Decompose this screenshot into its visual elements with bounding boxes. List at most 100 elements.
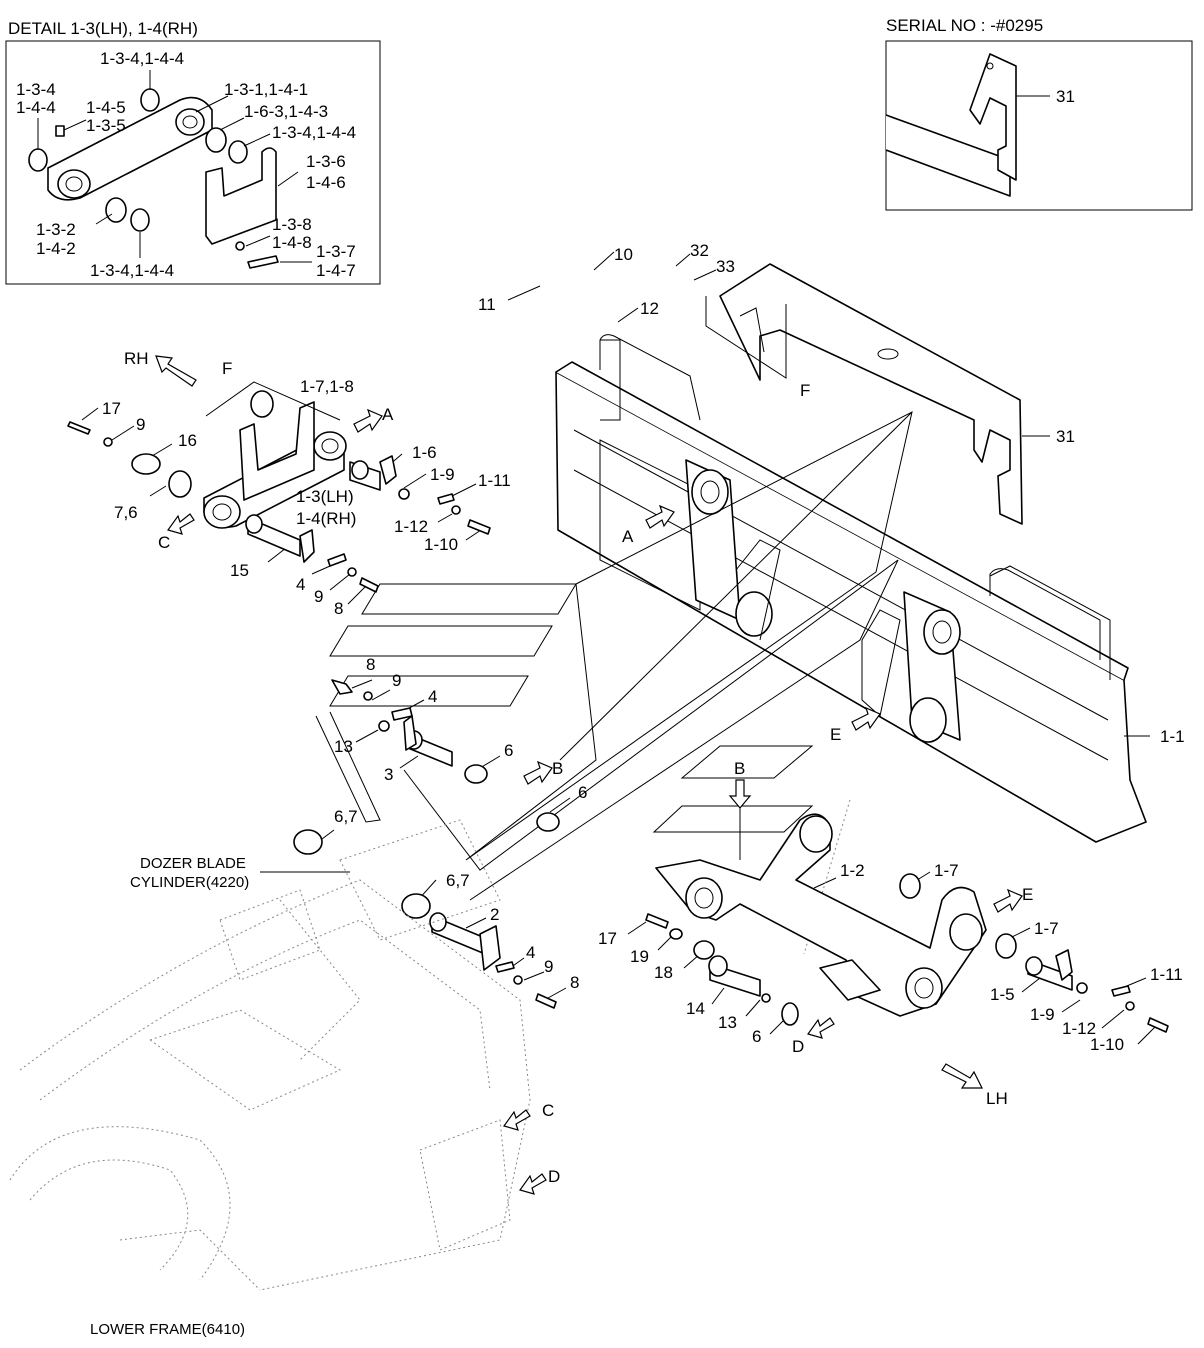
callout-label: 1-2	[840, 861, 865, 880]
callout-label: 13	[718, 1013, 737, 1032]
callout-label: 12	[640, 299, 659, 318]
d-arrow-icon	[519, 1173, 547, 1195]
callout-label: RH	[124, 349, 149, 368]
lower-frame	[9, 819, 531, 1291]
callout-label: 18	[654, 963, 673, 982]
detail-label: 1-3-4	[16, 80, 56, 99]
callout-label: 9	[392, 671, 401, 690]
callout-label: A	[382, 405, 394, 424]
callout-label: 9	[314, 587, 323, 606]
callout-label: 11	[478, 295, 496, 314]
callout-label: 4	[428, 687, 437, 706]
callout-label: DOZER BLADE	[140, 855, 246, 872]
detail-label: 1-3-5	[86, 116, 126, 135]
callout-label: 1-7	[934, 861, 959, 880]
callout-label: 16	[178, 431, 197, 450]
callout-label: F	[222, 359, 232, 378]
callout-label: 1-12	[394, 517, 428, 536]
c-arrow-icon	[503, 1109, 531, 1131]
callout-label: E	[830, 725, 841, 744]
callout-label: D	[792, 1037, 804, 1056]
callout-label: 33	[716, 257, 735, 276]
detail-label: 1-3-8	[272, 215, 312, 234]
blade-top-plate	[719, 263, 1023, 525]
middle-pins	[293, 679, 560, 1009]
serial-box: SERIAL NO : -#0295 31	[885, 16, 1193, 211]
e-arrow-icon	[993, 888, 1023, 913]
lower-link-frame	[645, 813, 1169, 1033]
a-arrow-icon	[645, 504, 675, 529]
callout-label: 1-11	[478, 471, 511, 490]
callout-label: 8	[334, 599, 343, 618]
callout-label: 1-6	[412, 443, 437, 462]
callout-label: 1-11	[1150, 965, 1183, 984]
detail-label: 1-4-8	[272, 233, 312, 252]
callout-label: 9	[544, 957, 553, 976]
callout-label: 4	[526, 943, 535, 962]
e-arrow-icon	[851, 706, 881, 731]
callout-label: 9	[136, 415, 145, 434]
detail-box: DETAIL 1-3(LH), 1-4(RH) 1-3-4,1-4-4 1	[5, 19, 381, 285]
detail-label: 1-4-2	[36, 239, 76, 258]
detail-label: 1-3-6	[306, 152, 346, 171]
detail-label: 1-3-1,1-4-1	[224, 80, 308, 99]
callout-label: D	[548, 1167, 560, 1186]
detail-label: 1-6-3,1-4-3	[244, 102, 328, 121]
callout-label: E	[1022, 885, 1033, 904]
detail-label: 1-4-5	[86, 98, 126, 117]
leader-lines	[81, 251, 1157, 1045]
callout-label: 10	[614, 245, 633, 264]
detail-title: DETAIL 1-3(LH), 1-4(RH)	[8, 19, 198, 38]
callout-label: A	[622, 527, 634, 546]
callout-label: CYLINDER(4220)	[130, 874, 249, 891]
serial-label-31: 31	[1056, 87, 1075, 106]
callout-label: 6,7	[446, 871, 470, 890]
callout-label: 1-10	[424, 535, 458, 554]
detail-label: 1-3-4,1-4-4	[100, 49, 184, 68]
callout-label: 1-9	[1030, 1005, 1055, 1024]
callout-label: 2	[490, 905, 499, 924]
detail-label: 1-3-4,1-4-4	[90, 261, 174, 280]
callout-label: 8	[366, 655, 375, 674]
callout-label: B	[734, 759, 745, 778]
callout-label: 1-5	[990, 985, 1015, 1004]
detail-label: 1-3-2	[36, 220, 76, 239]
callout-label: 1-12	[1062, 1019, 1096, 1038]
b-arrow-icon	[523, 760, 553, 785]
rh-arrow-icon	[155, 355, 197, 387]
callout-label: 19	[630, 947, 649, 966]
detail-label: 1-3-4,1-4-4	[272, 123, 356, 142]
callout-label: 1-9	[430, 465, 455, 484]
callout-label: 3	[384, 765, 393, 784]
callout-label: 15	[230, 561, 249, 580]
callout-label: C	[158, 533, 170, 552]
direction-arrows	[155, 355, 1023, 1195]
main-labels: 10 11 12 32 33 F 31 RH F 17 1-7,1-8 A 9 …	[90, 241, 1185, 1338]
callout-label: 1-7	[1034, 919, 1059, 938]
callout-label: F	[800, 381, 810, 400]
link-assembly	[67, 381, 491, 593]
detail-label: 1-4-4	[16, 98, 56, 117]
callout-label: 1-10	[1090, 1035, 1124, 1054]
lh-arrow-icon	[941, 1063, 983, 1089]
callout-label: 1-4(RH)	[296, 509, 356, 528]
d-arrow-icon	[807, 1017, 835, 1039]
callout-label: 4	[296, 575, 305, 594]
hidden-plates	[315, 411, 913, 901]
detail-label: 1-3-7	[316, 242, 356, 261]
callout-label: 1-1	[1160, 727, 1185, 746]
c-arrow-icon	[167, 513, 195, 535]
callout-label: 17	[598, 929, 617, 948]
b-arrow-icon	[728, 779, 752, 809]
callout-label: B	[552, 759, 563, 778]
callout-label: 31	[1056, 427, 1075, 446]
callout-label: 14	[686, 999, 705, 1018]
callout-label: 6	[752, 1027, 761, 1046]
callout-label: 1-3(LH)	[296, 487, 354, 506]
callout-label: 8	[570, 973, 579, 992]
detail-label: 1-4-7	[316, 261, 356, 280]
callout-label: LOWER FRAME(6410)	[90, 1321, 245, 1338]
detail-label: 1-4-6	[306, 173, 346, 192]
callout-label: 6	[578, 783, 587, 802]
